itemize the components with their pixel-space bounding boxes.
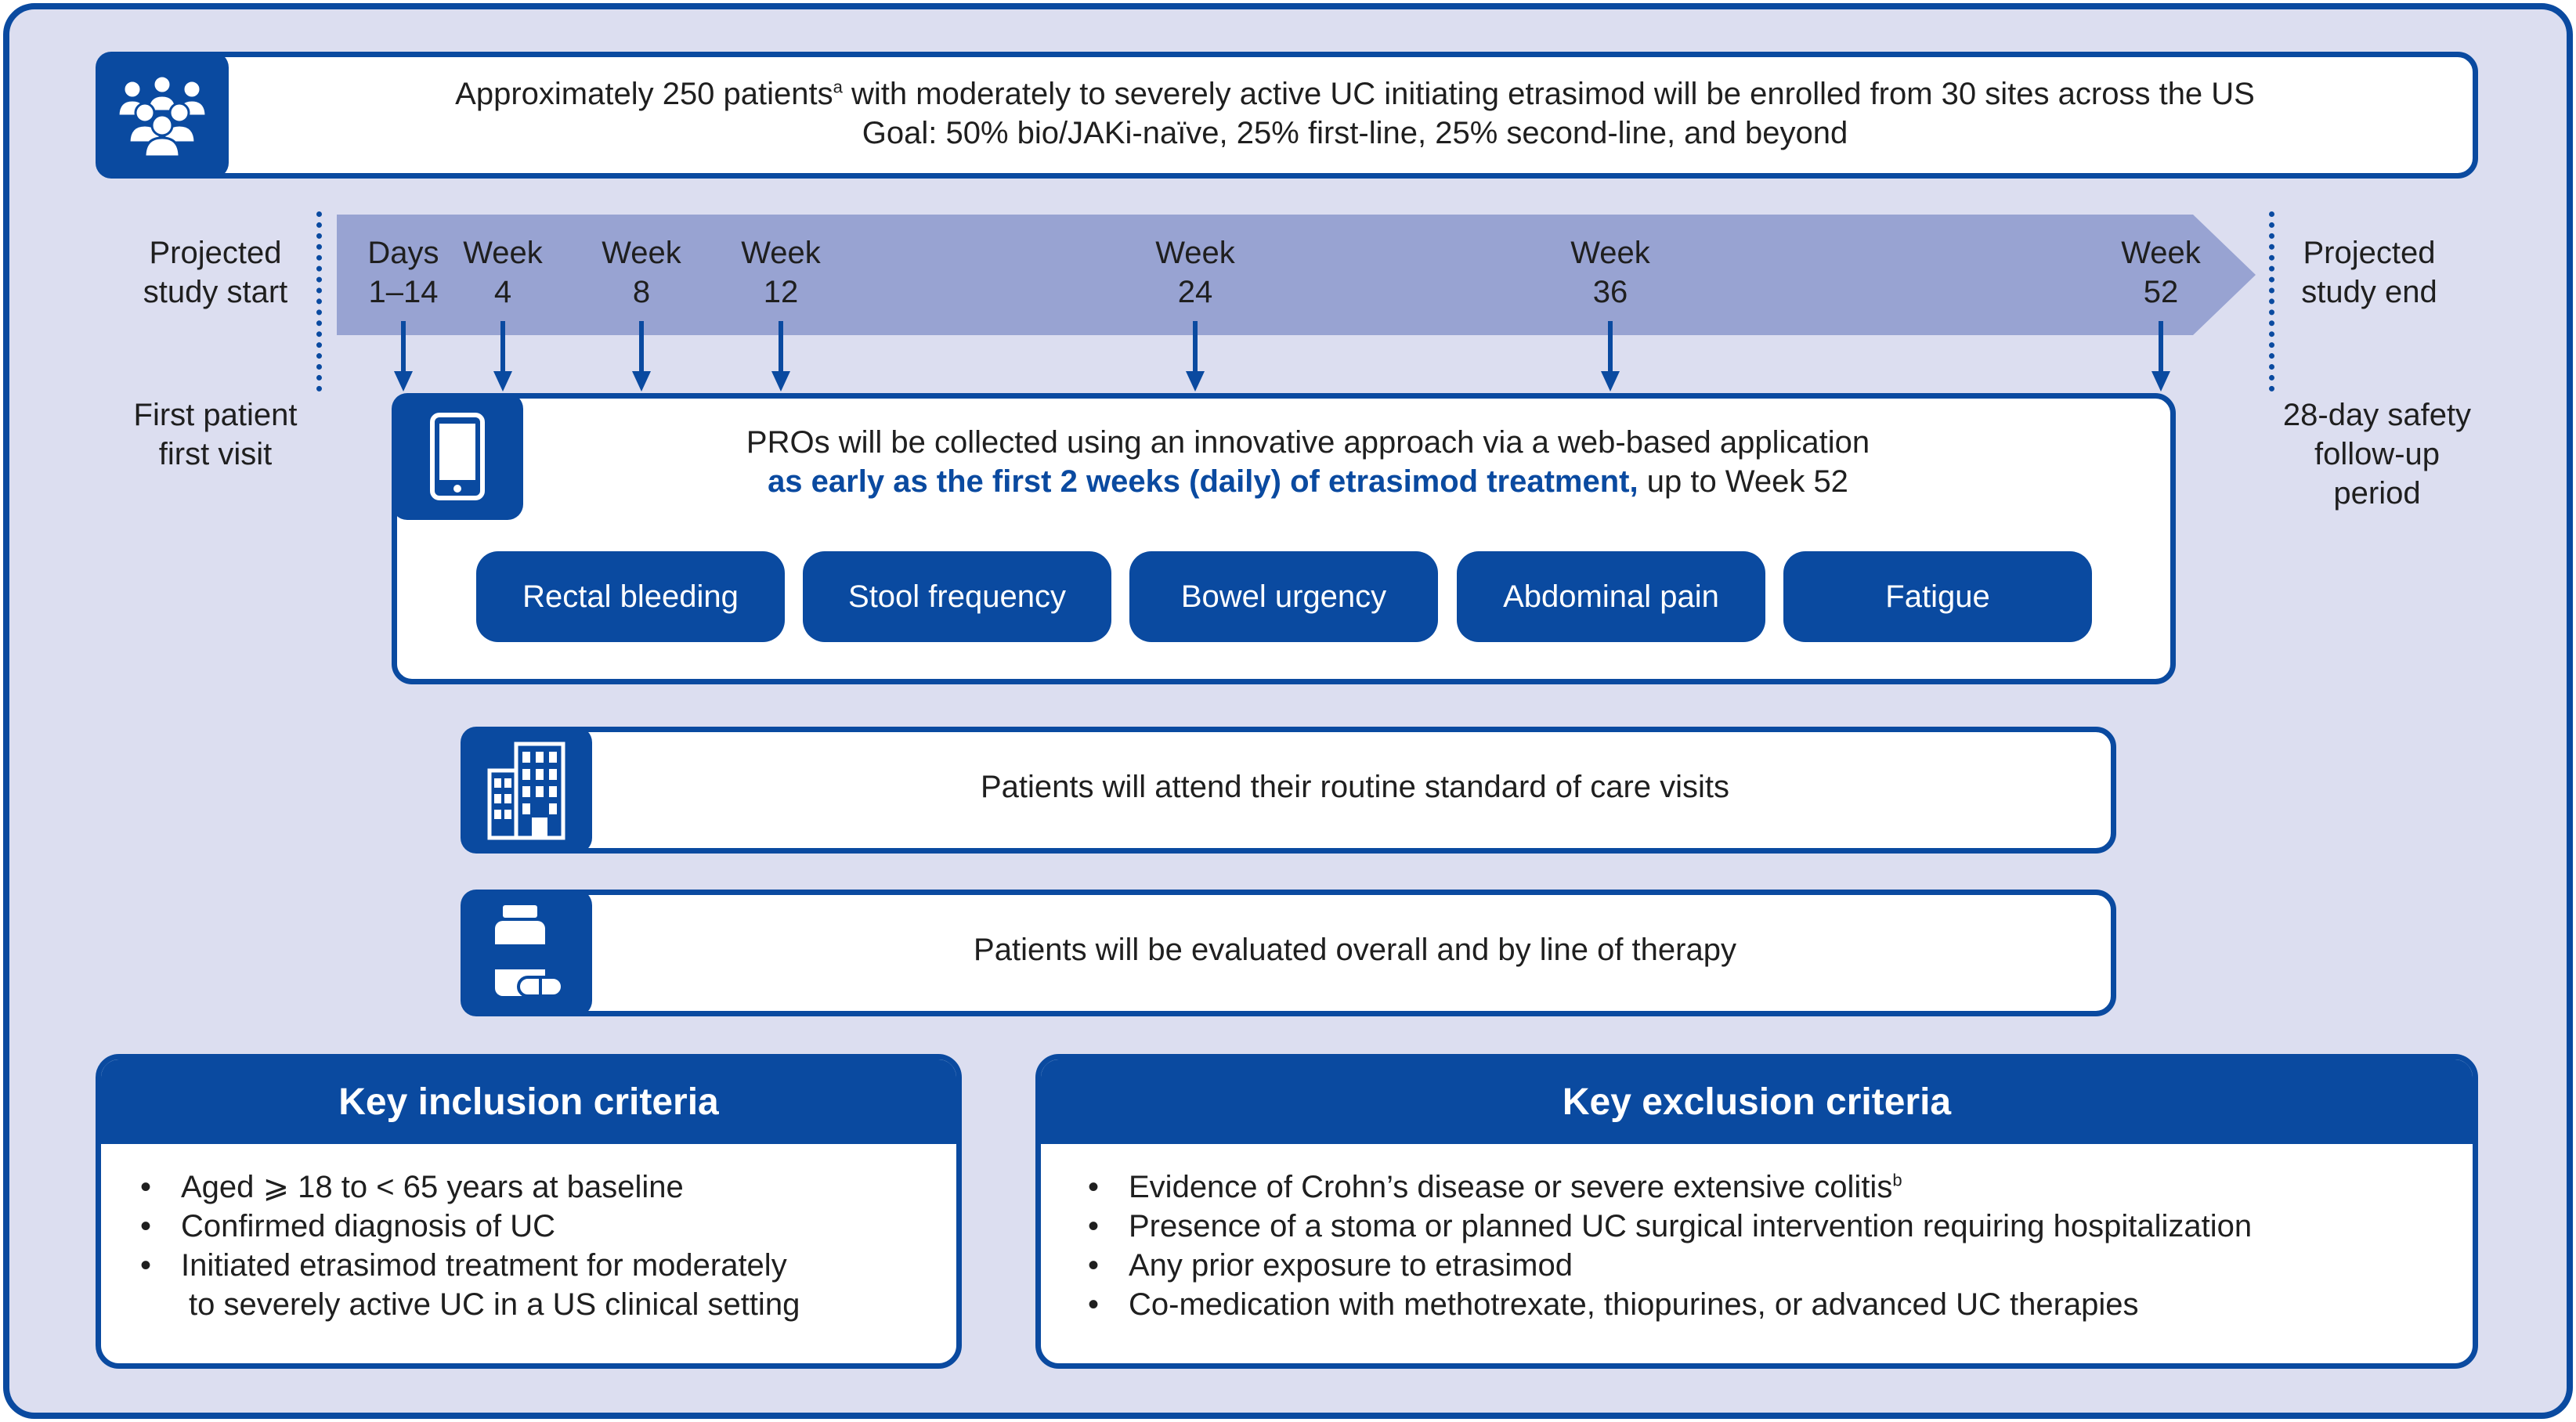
inclusion-criteria-box: Key inclusion criteria Aged ⩾ 18 to < 65…: [96, 1054, 962, 1369]
visits-text: Patients will attend their routine stand…: [980, 770, 1730, 804]
study-end-marker: [2269, 211, 2274, 392]
arrowhead-week-4: [493, 371, 512, 392]
exclusion-item: Co-medication with methotrexate, thiopur…: [1088, 1285, 2473, 1324]
inclusion-item: Aged ⩾ 18 to < 65 years at baseline: [140, 1168, 956, 1207]
timepoint-arrows: [394, 321, 2170, 392]
arrowhead-week-12: [771, 371, 790, 392]
arrowhead-week-8: [632, 371, 651, 392]
exclusion-criteria-box: Key exclusion criteria Evidence of Crohn…: [1035, 1054, 2478, 1369]
arrowhead-week-24: [1186, 371, 1205, 392]
exclusion-item: Any prior exposure to etrasimod: [1088, 1246, 2473, 1285]
enrollment-card: [96, 52, 2478, 179]
exclusion-item: Evidence of Crohn’s disease or severe ex…: [1088, 1168, 2473, 1207]
timeline-arrow: [337, 215, 2256, 335]
measure-stool-frequency: Stool frequency: [803, 551, 1111, 642]
smartphone-icon: [392, 393, 523, 520]
inclusion-criteria-list: Aged ⩾ 18 to < 65 years at baseline Conf…: [101, 1144, 956, 1324]
enrollment-text: Approximately 250 patientsa with moderat…: [455, 77, 2255, 150]
study-start-marker: [316, 211, 322, 392]
pros-description: PROs will be collected using an innovati…: [746, 425, 1870, 499]
medication-bottle-icon: [461, 890, 592, 1016]
people-group-icon: [96, 52, 229, 179]
measure-fatigue: Fatigue: [1783, 551, 2092, 642]
measure-abdominal-pain: Abdominal pain: [1457, 551, 1765, 642]
inclusion-criteria-title: Key inclusion criteria: [101, 1059, 956, 1144]
measure-rectal-bleeding: Rectal bleeding: [476, 551, 785, 642]
visits-card: [461, 727, 2116, 854]
evaluation-text: Patients will be evaluated overall and b…: [974, 933, 1736, 967]
arrowhead-week-52: [2151, 371, 2170, 392]
inclusion-item: Initiated etrasimod treatment for modera…: [140, 1246, 956, 1324]
arrowhead-week-36: [1601, 371, 1620, 392]
measure-bowel-urgency: Bowel urgency: [1129, 551, 1438, 642]
exclusion-criteria-list: Evidence of Crohn’s disease or severe ex…: [1041, 1144, 2473, 1324]
exclusion-criteria-title: Key exclusion criteria: [1041, 1059, 2473, 1144]
exclusion-item: Presence of a stoma or planned UC surgic…: [1088, 1207, 2473, 1246]
hospital-building-icon: [461, 727, 592, 854]
inclusion-item: Confirmed diagnosis of UC: [140, 1207, 956, 1246]
arrowhead-days-1-14: [394, 371, 413, 392]
